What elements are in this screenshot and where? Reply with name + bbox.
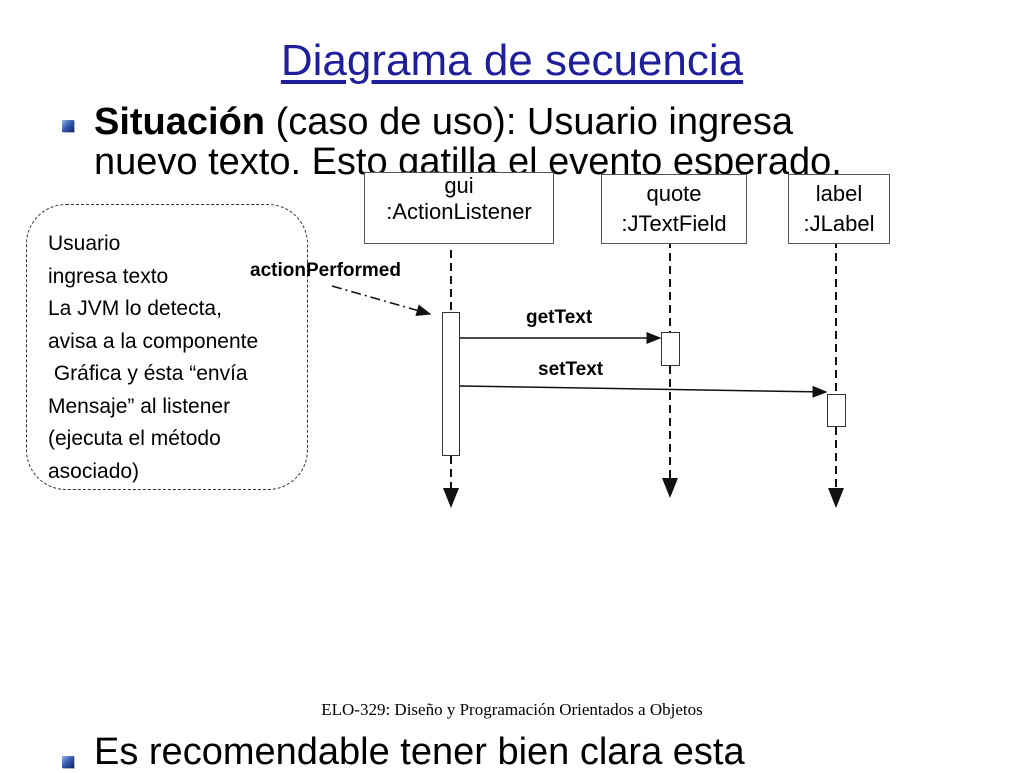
- bullet-situacion-rest: (caso de uso): Usuario ingresa: [265, 101, 794, 143]
- note-line: Mensaje” al listener: [48, 394, 231, 418]
- note-line: ingresa texto: [48, 264, 169, 288]
- message-settext: setText: [538, 359, 604, 380]
- note-line: La JVM lo detecta,: [48, 297, 222, 320]
- note-text: Usuario ingresa texto La JVM lo detecta,…: [48, 228, 258, 488]
- bullet-recomendable: Es recomendable tener bien clara esta: [94, 731, 745, 773]
- note-line: asociado): [48, 459, 140, 483]
- bullet-icon: [62, 120, 74, 132]
- object-label-name: label: [815, 181, 863, 206]
- object-gui: gui :ActionListener: [364, 172, 554, 244]
- bullet-situacion-bold: Situación: [94, 101, 266, 143]
- message-actionperformed: actionPerformed: [250, 260, 401, 281]
- object-gui-type: :ActionListener: [386, 199, 532, 224]
- slide-title: Diagrama de secuencia: [280, 36, 744, 85]
- object-gui-name: gui: [444, 173, 474, 198]
- activation-label: [827, 394, 846, 427]
- object-label: label :JLabel: [788, 174, 890, 244]
- note-line: Usuario: [48, 232, 121, 255]
- bullet-icon: [62, 756, 74, 768]
- object-quote: quote :JTextField: [601, 174, 747, 244]
- slide-footer: ELO-329: Diseño y Programación Orientado…: [321, 700, 703, 719]
- object-quote-name: quote: [646, 181, 702, 206]
- object-quote-type: :JTextField: [621, 211, 727, 236]
- object-label-type: :JLabel: [803, 211, 875, 236]
- activation-gui: [442, 312, 460, 456]
- message-gettext: getText: [526, 307, 593, 328]
- note-line: avisa a la componente: [48, 329, 259, 353]
- activation-quote: [661, 332, 680, 366]
- arrow-actionperformed: [331, 285, 432, 317]
- note-line: Gráfica y ésta “envía: [48, 362, 248, 385]
- note-box: [26, 204, 308, 490]
- note-line: (ejecuta el método: [48, 427, 221, 450]
- arrow-settext: [459, 385, 828, 398]
